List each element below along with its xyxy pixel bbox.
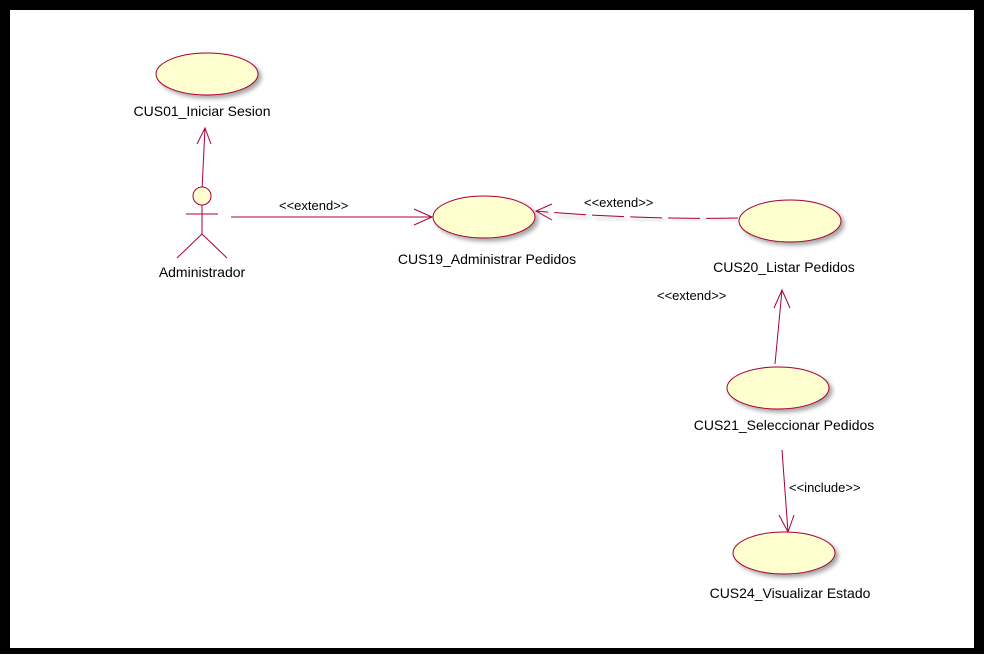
relation-cus20-cus19-extend: <<extend>>: [534, 195, 739, 221]
stereotype-label: <<extend>>: [657, 288, 726, 303]
actor-administrador: Administrador: [159, 186, 246, 280]
use-case-label: CUS21_Seleccionar Pedidos: [694, 417, 875, 433]
use-case-cus24: CUS24_Visualizar Estado: [710, 531, 871, 601]
use-case-label: CUS24_Visualizar Estado: [710, 585, 871, 601]
use-case-cus21: CUS21_Seleccionar Pedidos: [694, 366, 875, 433]
relation-admin-cus01: [196, 126, 212, 191]
use-case-cus20: CUS20_Listar Pedidos: [713, 199, 855, 275]
relation-admin-cus19-extend: <<extend>>: [231, 198, 434, 226]
use-case-cus01: CUS01_Iniciar Sesion: [134, 52, 271, 119]
actor-stick-figure-icon: [176, 186, 228, 259]
stereotype-label: <<extend>>: [279, 198, 348, 213]
actor-label: Administrador: [159, 264, 246, 280]
use-case-label: CUS01_Iniciar Sesion: [134, 103, 271, 119]
use-case-cus19: CUS19_Administrar Pedidos: [398, 195, 576, 267]
stereotype-label: <<include>>: [789, 480, 861, 495]
use-case-diagram: <<extend>> <<extend>> <<extend>> <<inclu…: [134, 52, 875, 601]
relation-cus21-cus20-extend: <<extend>>: [657, 288, 791, 365]
use-case-label: CUS20_Listar Pedidos: [713, 259, 855, 275]
relation-cus21-cus24-include: <<include>>: [778, 449, 861, 534]
use-case-label: CUS19_Administrar Pedidos: [398, 251, 576, 267]
stereotype-label: <<extend>>: [584, 195, 653, 210]
diagram-canvas: <<extend>> <<extend>> <<extend>> <<inclu…: [10, 10, 974, 648]
